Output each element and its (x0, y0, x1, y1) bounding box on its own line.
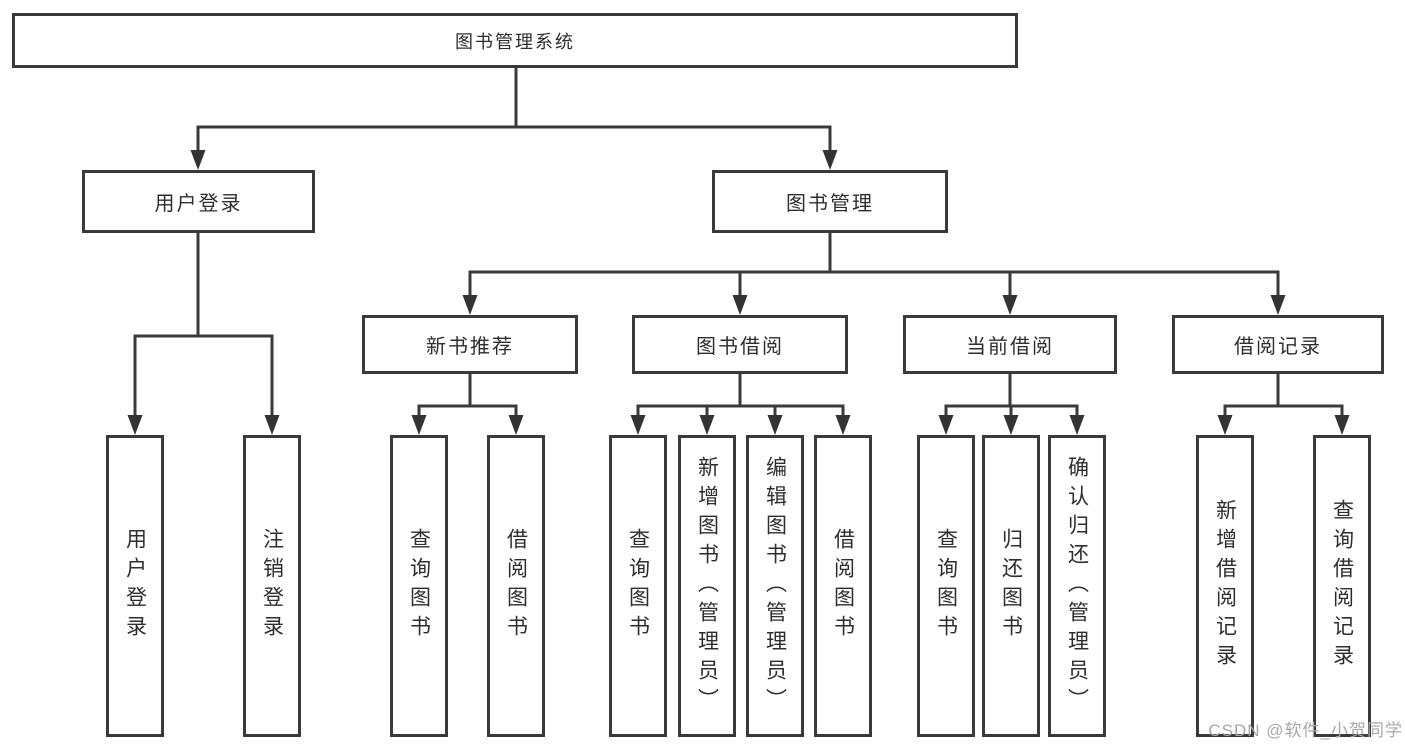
node-root-library-system: 图书管理系统 (12, 13, 1018, 68)
node-label: 编辑图书（管理员） (763, 455, 787, 717)
node-module-new-book-recommend: 新书推荐 (362, 315, 578, 374)
connector-current-borrow-to-leaves (938, 374, 1085, 435)
node-leaf-borrow-books-1: 借阅图书 (487, 435, 545, 737)
node-label: 用户登录 (154, 193, 243, 215)
node-label: 当前借阅 (966, 336, 1054, 358)
node-leaf-query-books-1: 查询图书 (390, 435, 448, 737)
node-leaf-borrow-books-2: 借阅图书 (814, 435, 872, 737)
node-leaf-query-books-2: 查询图书 (609, 435, 667, 737)
node-label: 注销登录 (260, 528, 284, 644)
node-leaf-user-login: 用户登录 (106, 435, 164, 737)
node-leaf-add-borrow-record: 新增借阅记录 (1196, 435, 1254, 737)
node-label: 图书管理 (786, 193, 874, 215)
connector-user-login-to-leaves (127, 233, 280, 435)
node-module-borrow-records: 借阅记录 (1172, 315, 1384, 374)
node-leaf-return-book: 归还图书 (982, 435, 1040, 737)
node-leaf-query-borrow-record: 查询借阅记录 (1313, 435, 1371, 737)
connector-borrow-records-to-leaves (1217, 374, 1350, 435)
node-leaf-confirm-return-admin: 确认归还（管理员） (1048, 435, 1106, 737)
node-label: 图书借阅 (696, 336, 784, 358)
node-label: 查询借阅记录 (1330, 499, 1354, 673)
node-leaf-logout: 注销登录 (243, 435, 301, 737)
node-label: 用户登录 (123, 528, 147, 644)
node-label: 查询图书 (934, 528, 958, 644)
node-label: 确认归还（管理员） (1065, 455, 1089, 717)
node-label: 借阅图书 (504, 528, 528, 644)
node-label: 新增图书（管理员） (695, 455, 719, 717)
connector-new-book-rec-to-leaves (411, 374, 524, 435)
node-label: 借阅记录 (1234, 336, 1322, 358)
csdn-watermark: CSDN @软件_小贺同学 (1208, 721, 1403, 740)
node-leaf-add-book-admin: 新增图书（管理员） (678, 435, 736, 737)
node-leaf-query-books-3: 查询图书 (917, 435, 975, 737)
connector-book-mgmt-to-modules (462, 233, 1286, 315)
node-label: 归还图书 (999, 528, 1023, 644)
node-leaf-edit-book-admin: 编辑图书（管理员） (746, 435, 804, 737)
node-label: 借阅图书 (831, 528, 855, 644)
node-module-current-borrow: 当前借阅 (903, 315, 1117, 374)
node-label: 新增借阅记录 (1213, 499, 1237, 673)
connector-root-to-branches (190, 68, 838, 170)
node-branch-book-management: 图书管理 (712, 170, 948, 233)
node-module-book-borrow: 图书借阅 (632, 315, 848, 374)
node-branch-user-login: 用户登录 (82, 170, 315, 233)
connector-book-borrow-to-leaves (630, 374, 851, 435)
node-label: 查询图书 (626, 528, 650, 644)
node-label: 新书推荐 (426, 336, 514, 358)
node-label: 图书管理系统 (455, 31, 575, 52)
node-label: 查询图书 (407, 528, 431, 644)
